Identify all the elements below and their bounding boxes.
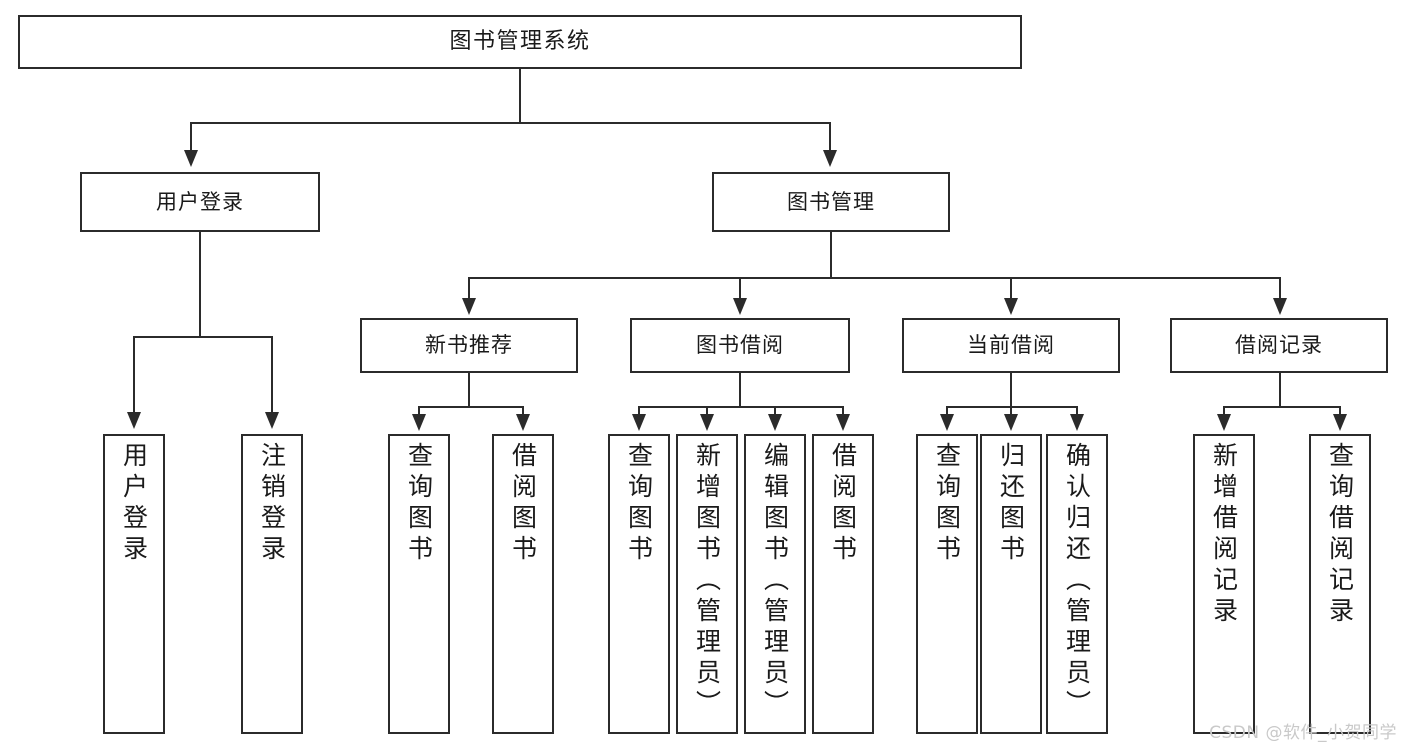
node-label: 借阅图书 bbox=[508, 442, 538, 566]
connector-cb-bus bbox=[946, 406, 1078, 408]
node-label: 归还图书 bbox=[996, 442, 1026, 566]
connector-bb-branch-2 bbox=[706, 406, 708, 416]
connector-nbr-bus bbox=[418, 406, 524, 408]
node-label: 图书管理系统 bbox=[449, 29, 591, 55]
arrowhead-bb-leaf-1 bbox=[632, 414, 646, 431]
leaf-user-login[interactable]: 用户登录 bbox=[103, 434, 165, 734]
leaf-nbr-borrow-book[interactable]: 借阅图书 bbox=[492, 434, 554, 734]
node-label: 用户登录 bbox=[119, 442, 149, 566]
connector-root-stem bbox=[519, 69, 521, 123]
connector-br-bus bbox=[1223, 406, 1341, 408]
leaf-br-query-record[interactable]: 查询借阅记录 bbox=[1309, 434, 1371, 734]
connector-nbr-stem bbox=[468, 373, 470, 407]
leaf-cb-confirm-return-admin[interactable]: 确认归还（管理员） bbox=[1046, 434, 1108, 734]
connector-bb-branch-4 bbox=[842, 406, 844, 416]
leaf-logout[interactable]: 注销登录 bbox=[241, 434, 303, 734]
arrowhead-nbr-leaf-2 bbox=[516, 414, 530, 431]
node-label: 当前借阅 bbox=[967, 333, 1055, 358]
node-label: 新增借阅记录 bbox=[1209, 442, 1239, 628]
connector-cb-branch-1 bbox=[946, 406, 948, 416]
connector-cb-stem bbox=[1010, 373, 1012, 407]
leaf-nbr-query-book[interactable]: 查询图书 bbox=[388, 434, 450, 734]
arrowhead-bb-leaf-2 bbox=[700, 414, 714, 431]
connector-book-management-stem bbox=[830, 232, 832, 278]
node-current-borrow[interactable]: 当前借阅 bbox=[902, 318, 1120, 373]
arrowhead-br-leaf-1 bbox=[1217, 414, 1231, 431]
node-label: 图书借阅 bbox=[696, 333, 784, 358]
connector-bm-branch-2 bbox=[739, 277, 741, 301]
node-label: 注销登录 bbox=[257, 442, 287, 566]
arrowhead-cb-leaf-3 bbox=[1070, 414, 1084, 431]
connector-root-bus bbox=[190, 122, 831, 124]
node-user-login[interactable]: 用户登录 bbox=[80, 172, 320, 232]
connector-bb-bus bbox=[638, 406, 844, 408]
connector-bm-branch-1 bbox=[468, 277, 470, 301]
connector-br-branch-2 bbox=[1339, 406, 1341, 416]
connector-br-branch-1 bbox=[1223, 406, 1225, 416]
arrowhead-user-login bbox=[184, 150, 198, 167]
node-label: 借阅图书 bbox=[828, 442, 858, 566]
node-book-management[interactable]: 图书管理 bbox=[712, 172, 950, 232]
node-label: 新书推荐 bbox=[425, 333, 513, 358]
connector-book-management-bus bbox=[468, 277, 1280, 279]
arrowhead-borrow-record bbox=[1273, 298, 1287, 315]
arrowhead-nbr-leaf-1 bbox=[412, 414, 426, 431]
connector-root-to-book-management bbox=[829, 122, 831, 152]
node-label: 查询借阅记录 bbox=[1325, 442, 1355, 628]
leaf-bb-edit-book-admin[interactable]: 编辑图书（管理员） bbox=[744, 434, 806, 734]
connector-bb-branch-1 bbox=[638, 406, 640, 416]
node-label: 编辑图书（管理员） bbox=[760, 442, 790, 721]
leaf-cb-query-book[interactable]: 查询图书 bbox=[916, 434, 978, 734]
arrowhead-new-book-recommend bbox=[462, 298, 476, 315]
connector-root-to-user-login bbox=[190, 122, 192, 152]
arrowhead-book-management bbox=[823, 150, 837, 167]
leaf-bb-query-book[interactable]: 查询图书 bbox=[608, 434, 670, 734]
node-borrow-record[interactable]: 借阅记录 bbox=[1170, 318, 1388, 373]
node-label: 图书管理 bbox=[787, 189, 875, 214]
connector-bb-branch-3 bbox=[774, 406, 776, 416]
node-label: 查询图书 bbox=[932, 442, 962, 566]
connector-nbr-branch-2 bbox=[522, 406, 524, 416]
node-new-book-recommend[interactable]: 新书推荐 bbox=[360, 318, 578, 373]
arrowhead-current-borrow bbox=[1004, 298, 1018, 315]
arrowhead-book-borrow bbox=[733, 298, 747, 315]
connector-br-stem bbox=[1279, 373, 1281, 407]
connector-bm-branch-4 bbox=[1279, 277, 1281, 301]
arrowhead-cb-leaf-1 bbox=[940, 414, 954, 431]
leaf-bb-borrow-book[interactable]: 借阅图书 bbox=[812, 434, 874, 734]
arrowhead-bb-leaf-3 bbox=[768, 414, 782, 431]
connector-nbr-branch-1 bbox=[418, 406, 420, 416]
connector-cb-branch-2 bbox=[1010, 406, 1012, 416]
connector-user-login-branch-1 bbox=[133, 336, 135, 415]
arrowhead-leaf-logout bbox=[265, 412, 279, 429]
node-label: 用户登录 bbox=[156, 189, 244, 214]
node-label: 查询图书 bbox=[624, 442, 654, 566]
connector-bb-stem bbox=[739, 373, 741, 407]
node-label: 借阅记录 bbox=[1235, 333, 1323, 358]
leaf-cb-return-book[interactable]: 归还图书 bbox=[980, 434, 1042, 734]
arrowhead-bb-leaf-4 bbox=[836, 414, 850, 431]
node-label: 新增图书（管理员） bbox=[692, 442, 722, 721]
node-book-borrow[interactable]: 图书借阅 bbox=[630, 318, 850, 373]
watermark: CSDN @软件_小贺同学 bbox=[1209, 723, 1397, 743]
connector-user-login-branch-2 bbox=[271, 336, 273, 415]
node-root-book-management-system[interactable]: 图书管理系统 bbox=[18, 15, 1022, 69]
connector-user-login-bus bbox=[133, 336, 272, 338]
connector-user-login-stem bbox=[199, 232, 201, 337]
arrowhead-cb-leaf-2 bbox=[1004, 414, 1018, 431]
node-label: 确认归还（管理员） bbox=[1062, 442, 1092, 721]
leaf-bb-add-book-admin[interactable]: 新增图书（管理员） bbox=[676, 434, 738, 734]
connector-bm-branch-3 bbox=[1010, 277, 1012, 301]
connector-cb-branch-3 bbox=[1076, 406, 1078, 416]
arrowhead-br-leaf-2 bbox=[1333, 414, 1347, 431]
arrowhead-leaf-user-login bbox=[127, 412, 141, 429]
leaf-br-add-record[interactable]: 新增借阅记录 bbox=[1193, 434, 1255, 734]
node-label: 查询图书 bbox=[404, 442, 434, 566]
